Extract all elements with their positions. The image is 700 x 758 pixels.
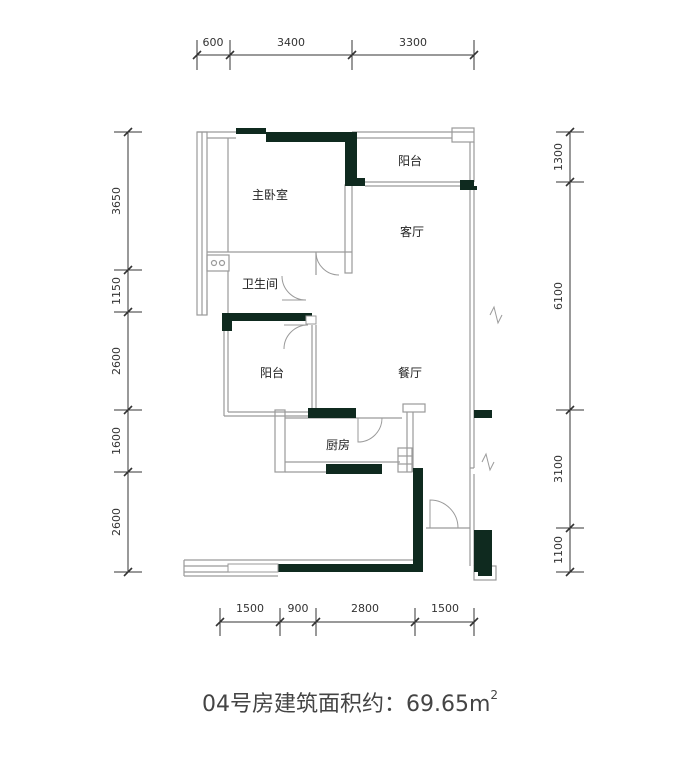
structural-walls — [222, 128, 492, 576]
dim-bottom-4: 1500 — [431, 602, 459, 615]
dim-left-1: 3650 — [110, 187, 123, 215]
room-kitchen: 厨房 — [326, 437, 350, 452]
dim-right-3: 3100 — [552, 455, 565, 483]
door-swings — [281, 251, 503, 529]
thin-lines — [183, 127, 497, 581]
room-dining-room: 餐厅 — [398, 365, 422, 380]
light-walls — [227, 315, 317, 573]
room-balcony-top: 阳台 — [398, 153, 422, 168]
dim-left-2: 1150 — [110, 277, 123, 305]
dim-right-1: 1300 — [552, 143, 565, 171]
room-living-room: 客厅 — [400, 224, 424, 239]
room-master-bedroom: 主卧室 — [252, 187, 288, 202]
dim-bottom-3: 2800 — [351, 602, 379, 615]
dim-bottom-1: 1500 — [236, 602, 264, 615]
dimension-ticks — [123, 50, 575, 627]
dim-top-2: 3400 — [277, 36, 305, 49]
dim-top-3: 3300 — [399, 36, 427, 49]
dim-right-4: 1100 — [552, 536, 565, 564]
area-caption-superscript: 2 — [490, 687, 499, 702]
dim-top-1: 600 — [203, 36, 224, 49]
dim-left-5: 2600 — [110, 508, 123, 536]
dimension-lines — [114, 40, 584, 636]
dim-left-3: 2600 — [110, 347, 123, 375]
dim-right-2: 6100 — [552, 282, 565, 310]
area-caption-text: 04号房建筑面积约：69.65m — [201, 692, 491, 717]
area-caption: 04号房建筑面积约：69.65m2 — [0, 686, 700, 718]
floor-plan: 600 3400 3300 1500 900 2800 1500 3650 11… — [110, 36, 584, 636]
room-balcony-middle: 阳台 — [260, 365, 284, 380]
room-bathroom: 卫生间 — [242, 277, 278, 291]
dim-bottom-2: 900 — [288, 602, 309, 615]
dim-left-4: 1600 — [110, 427, 123, 455]
